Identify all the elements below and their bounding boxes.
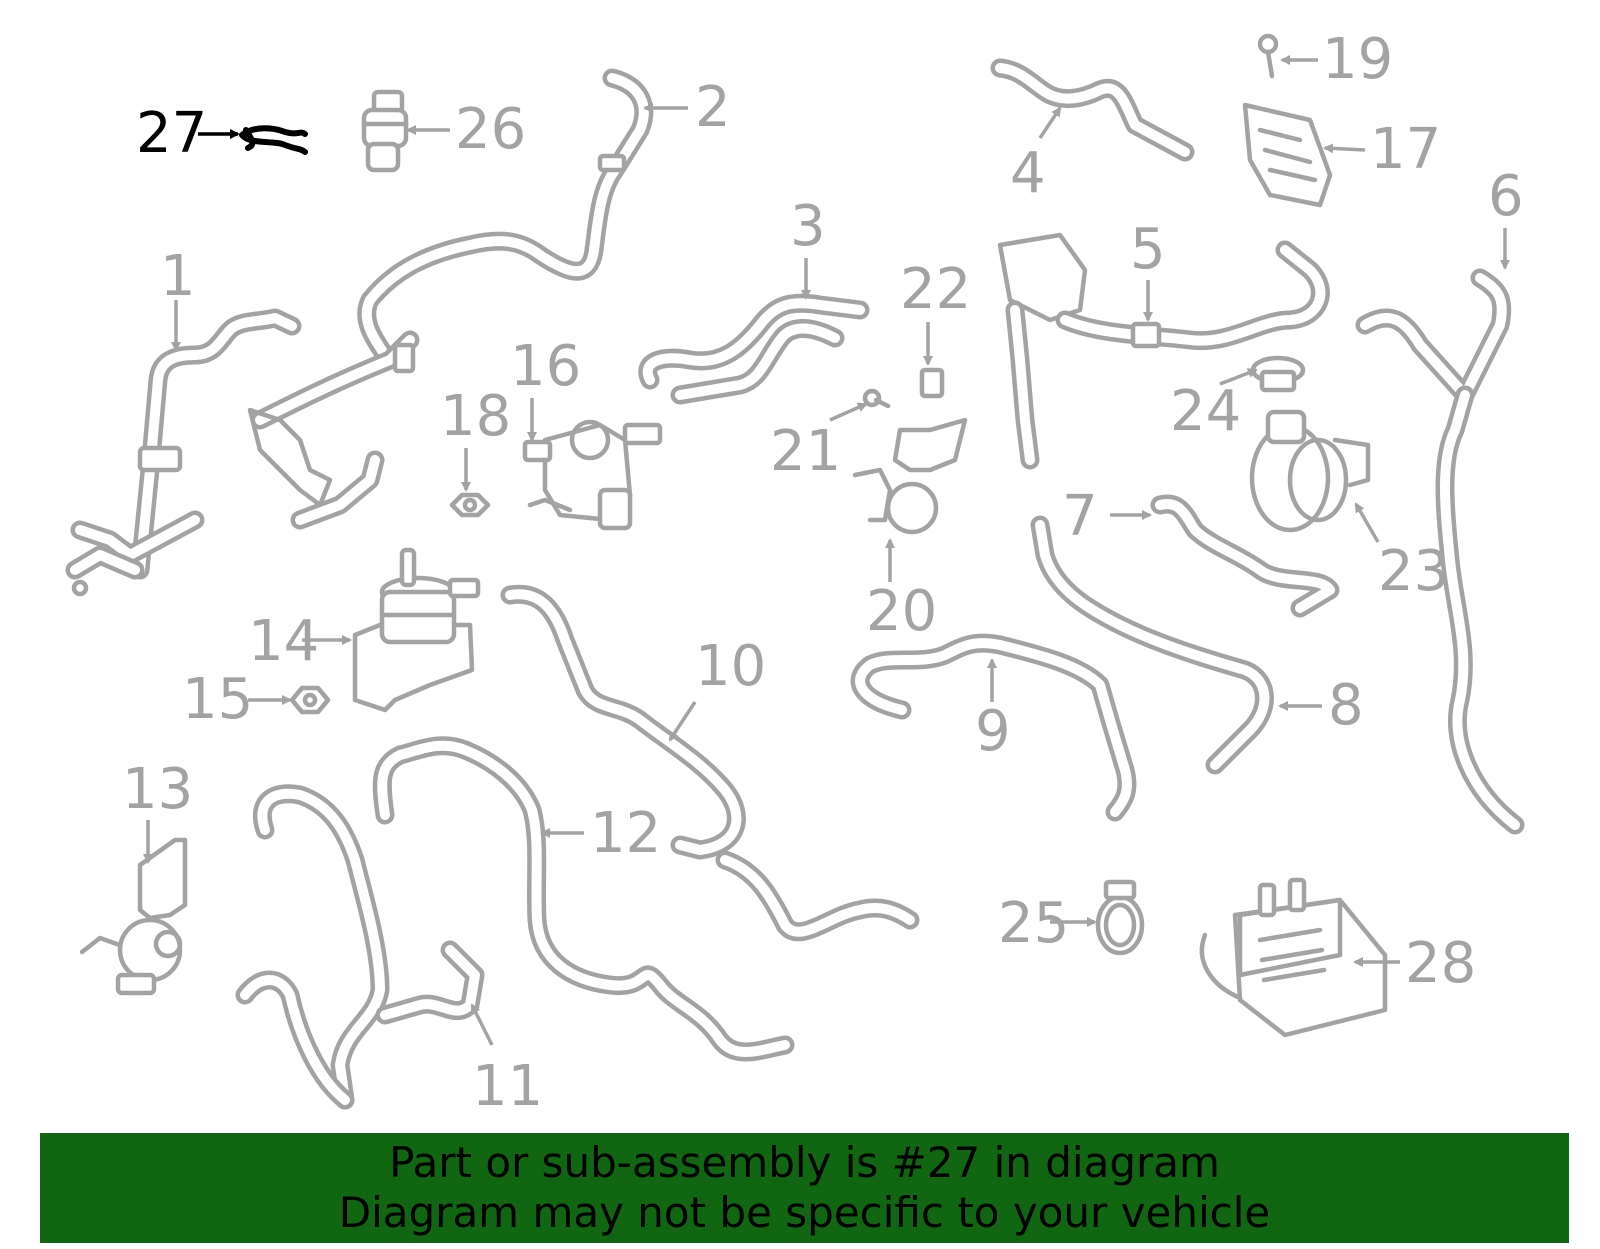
part-15-nut[interactable]: 15 [182,667,331,732]
part-24-cap[interactable]: 24 [1170,355,1306,444]
callout-10: 10 [695,634,766,699]
part-20-pump[interactable]: 20 [852,417,968,644]
callout-2: 2 [695,75,731,140]
part-11-hose[interactable]: 11 [235,784,543,1119]
callout-1: 1 [160,244,196,309]
part-2-hose[interactable]: 2 [247,68,731,530]
callout-5: 5 [1130,217,1166,282]
callout-25: 25 [998,891,1069,956]
part-8-hose[interactable]: 8 [1030,515,1364,775]
part-3-hose[interactable]: 3 [638,194,870,405]
part-13-bracket[interactable]: 13 [79,757,193,996]
banner-line-2: Diagram may not be specific to your vehi… [338,1188,1271,1237]
part-16-housing[interactable]: 16 [510,334,663,531]
callout-18: 18 [440,384,511,449]
callout-4: 4 [1010,141,1046,206]
part-10-hose[interactable]: 10 [500,584,920,942]
callout-14: 14 [248,609,319,674]
part-19-bolt[interactable]: 19 [1257,27,1393,92]
part-7-hose[interactable]: 7 [1062,484,1340,618]
callout-19: 19 [1322,27,1393,92]
callout-17: 17 [1370,117,1441,182]
callout-21: 21 [770,419,841,484]
callout-11: 11 [472,1054,543,1119]
callout-12: 12 [590,801,661,866]
callout-23: 23 [1378,539,1449,604]
callout-8: 8 [1328,673,1364,738]
callout-6: 6 [1488,164,1524,229]
part-17-valve-block[interactable]: 17 [1242,102,1441,208]
callout-15: 15 [182,667,253,732]
callout-7: 7 [1062,484,1098,549]
callout-13: 13 [122,757,193,822]
part-18-nut[interactable]: 18 [440,384,511,518]
callout-9: 9 [975,699,1011,764]
parts-diagram: 27 26 1 2 [65,27,1525,1119]
banner-line-1: Part or sub-assembly is #27 in diagram [389,1138,1220,1187]
part-6-hose[interactable]: 6 [1355,164,1525,835]
part-4-hose[interactable]: 4 [990,58,1195,206]
part-26-valve[interactable]: 26 [361,89,526,173]
part-23-reservoir[interactable]: 23 [1249,409,1449,604]
callout-28: 28 [1405,931,1476,996]
callout-26: 26 [455,97,526,162]
part-1-hose[interactable]: 1 [65,244,302,597]
callout-3: 3 [790,194,826,259]
callout-22: 22 [900,257,971,322]
part-5-hose[interactable]: 5 [997,217,1330,470]
part-14-pump[interactable]: 14 [248,547,481,713]
part-21-bolt[interactable]: 21 [770,388,891,484]
callout-24: 24 [1170,379,1241,444]
info-banner: Part or sub-assembly is #27 in diagram D… [40,1133,1569,1243]
part-27-clip-highlighted[interactable]: 27 [136,101,308,166]
part-25-clamp[interactable]: 25 [998,879,1145,956]
callout-16: 16 [510,334,581,399]
callout-20: 20 [866,579,937,644]
part-22-clip[interactable]: 22 [900,257,971,399]
callout-27: 27 [136,101,207,166]
part-28-canister[interactable]: 28 [1199,877,1476,1038]
part-9-hose[interactable]: 9 [850,633,1137,822]
part-12-hose[interactable]: 12 [372,736,795,1062]
